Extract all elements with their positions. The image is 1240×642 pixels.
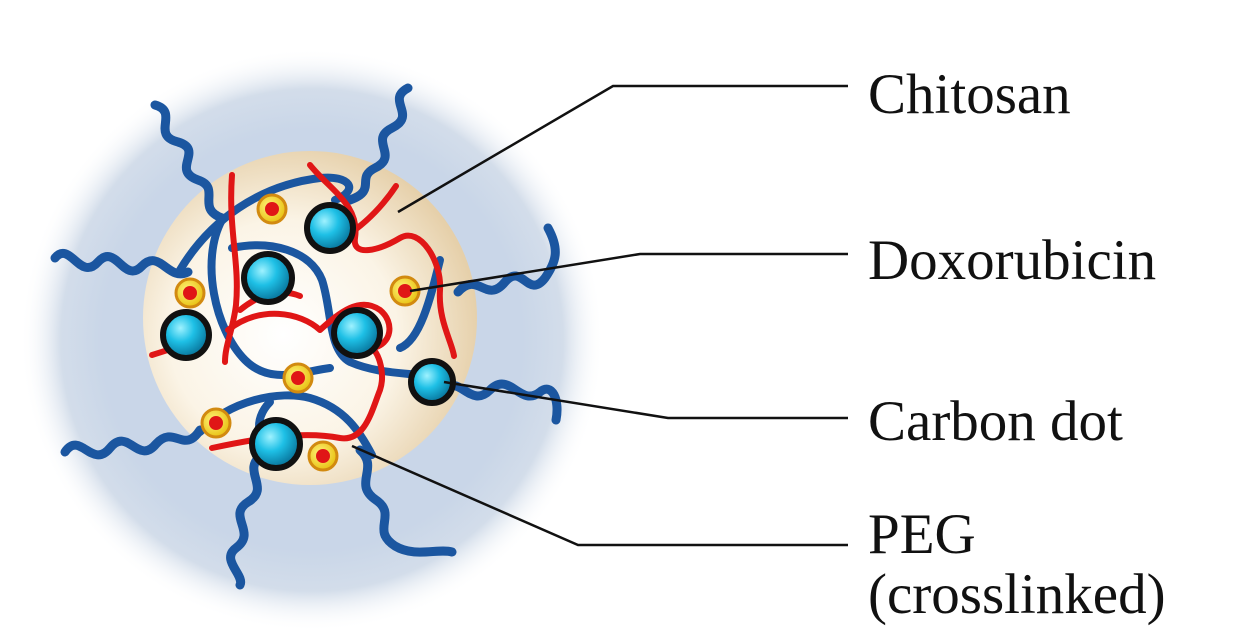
leader-line-doxorubicin: [409, 252, 848, 293]
leader-line-carbon-dot: [443, 380, 848, 420]
doxorubicin-molecule: [174, 277, 206, 309]
peg-tail-right: [453, 223, 560, 297]
peg-tail-bottom-left: [226, 450, 267, 590]
carbon-dot: [408, 358, 456, 406]
chitosan-strand-1: [222, 172, 240, 365]
peg-tail-bottom-right: [355, 445, 457, 557]
doxorubicin-molecule: [307, 440, 339, 472]
doxorubicin-molecule: [389, 275, 421, 307]
carbon-dot: [304, 202, 356, 254]
carbon-dots: [160, 202, 456, 471]
doxorubicin-molecule: [200, 407, 232, 439]
carbon-dot: [331, 307, 383, 359]
peg-strand-1: [176, 173, 353, 274]
chitosan-strand-2: [307, 162, 457, 359]
label-peg: PEG: [868, 503, 976, 566]
label-chitosan: Chitosan: [868, 63, 1071, 126]
doxorubicin-molecule: [256, 193, 288, 225]
leader-lines: [351, 84, 848, 547]
peg-tail-top-right: [345, 83, 413, 205]
peg-tail-lower-right: [435, 379, 562, 425]
leader-line-chitosan: [397, 84, 848, 214]
nanoparticle-core: [143, 151, 477, 485]
leader-line-peg: [351, 444, 848, 547]
label-doxorubicin: Doxorubicin: [868, 229, 1157, 292]
peg-tail-top-left: [150, 100, 227, 223]
label-carbon-dot: Carbon dot: [868, 390, 1123, 453]
peg-tails: [50, 83, 562, 590]
carbon-dot: [160, 309, 212, 361]
peg-tail-lower-left: [60, 425, 205, 460]
label-peg-crosslinked: (crosslinked): [868, 563, 1166, 626]
doxorubicin-molecules: [174, 193, 421, 472]
peg-tail-left: [50, 249, 193, 279]
carbon-dot: [241, 251, 295, 305]
carbon-dot: [249, 417, 303, 471]
doxorubicin-molecule: [282, 362, 314, 394]
